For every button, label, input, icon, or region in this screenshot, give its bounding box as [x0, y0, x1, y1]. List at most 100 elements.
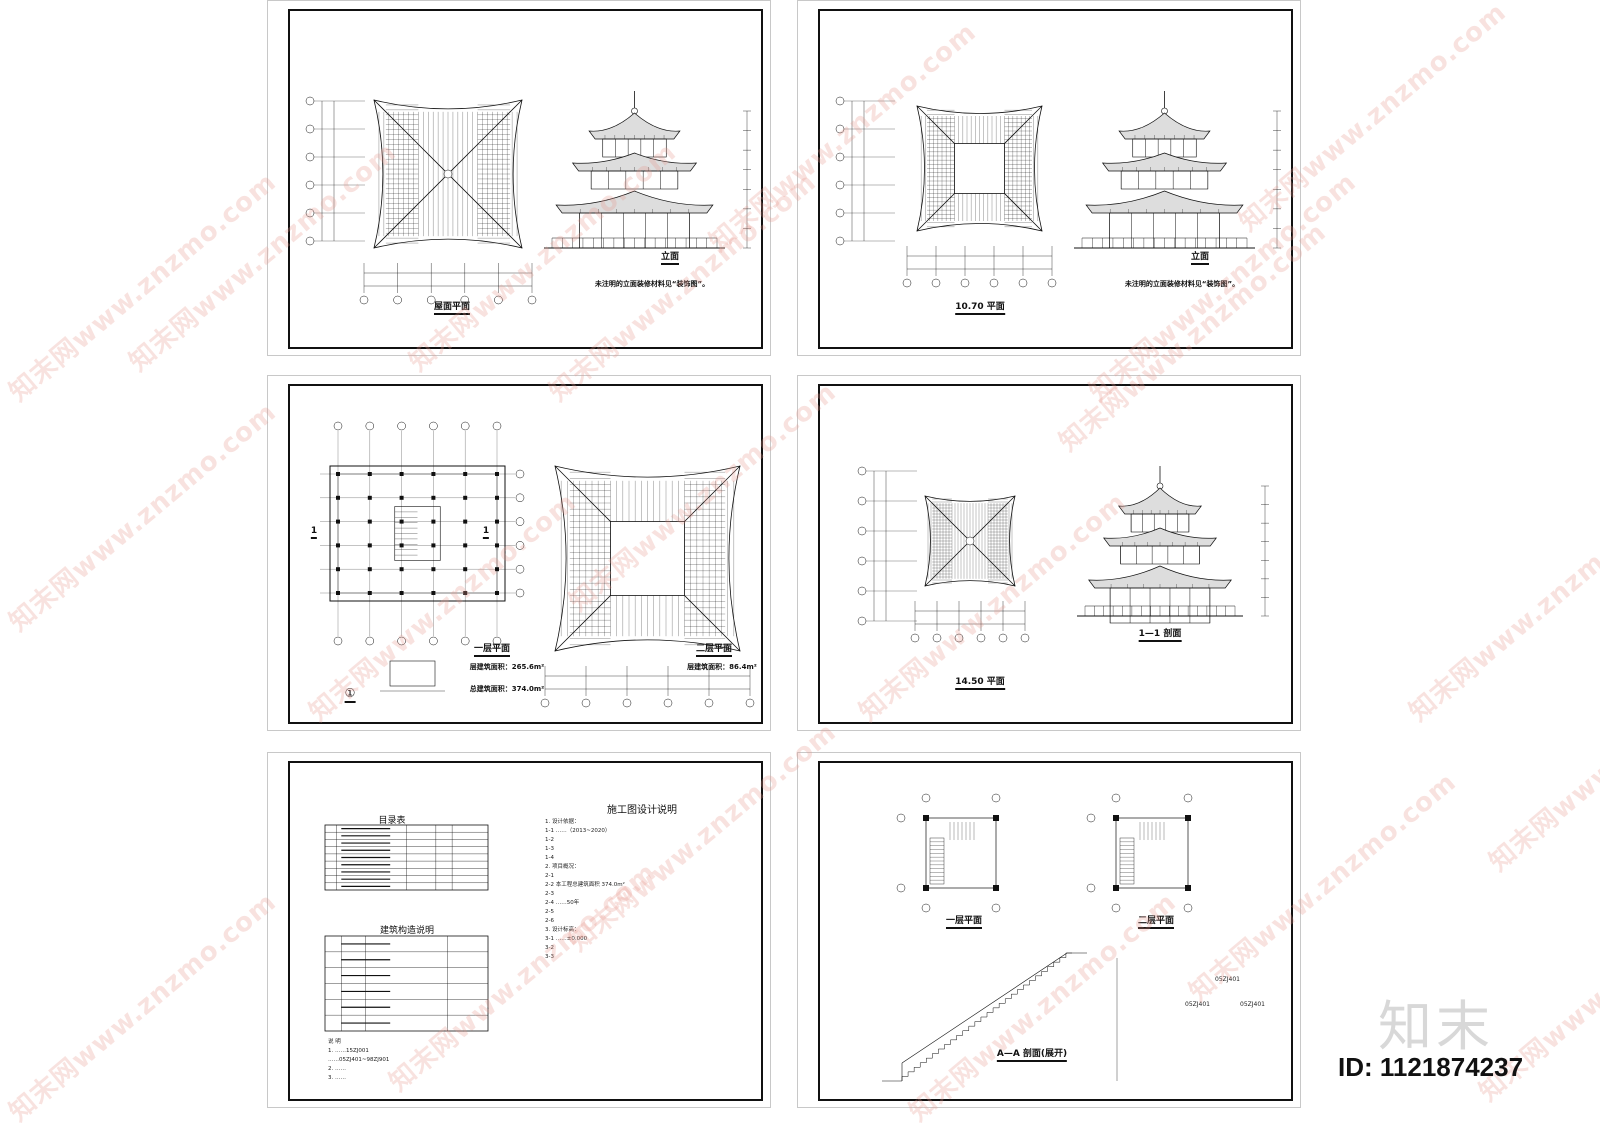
- plan-title: 14.50 平面: [955, 674, 1005, 690]
- column: [1113, 815, 1119, 821]
- note-line: 2. 项目概况：: [545, 864, 580, 870]
- note-line: 1-1 ……（2013~2020）: [545, 828, 611, 834]
- note-line: 2-6: [545, 918, 554, 924]
- watermark-text: 知末网www.znzmo.com: [3, 167, 283, 408]
- axis-bubble: [902, 278, 912, 288]
- axis-bubble: [540, 698, 550, 708]
- note-line: 2-5: [545, 909, 554, 915]
- axis-bubble: [835, 236, 845, 246]
- axis-bubble: [622, 698, 632, 708]
- watermark-text: 知末网www.znzmo.com: [3, 397, 283, 638]
- floor-area-1: 层建筑面积：265.6m²: [469, 663, 545, 671]
- axis-bubble: [515, 541, 525, 550]
- tables-drawing: [324, 824, 489, 1032]
- opening: [954, 143, 1005, 194]
- drawing-title: 屋面平面: [433, 299, 471, 315]
- stair-steps: [901, 952, 1072, 1081]
- axis-bubble: [896, 883, 906, 893]
- watermark-text: 知末网www.znzmo.com: [1403, 487, 1600, 728]
- design-notes-title: 施工图设计说明: [607, 805, 677, 816]
- axis-bubble: [857, 616, 867, 626]
- axis-bubble: [932, 633, 942, 643]
- stair-drawing: [882, 793, 1193, 1082]
- stair-well: [1115, 817, 1189, 889]
- index-table-title: 目录表: [378, 816, 406, 826]
- axis-bubble: [1018, 278, 1028, 288]
- axis-bubble: [305, 124, 315, 134]
- axis-bubble: [581, 698, 591, 708]
- stair-section-title: A—A 剖面(展开): [996, 1046, 1068, 1062]
- axis-bubble: [991, 903, 1001, 913]
- axis-bubble: [1086, 883, 1096, 893]
- axis-bubble: [896, 813, 906, 823]
- column: [923, 885, 929, 891]
- axis-bubble: [1183, 903, 1193, 913]
- axis-bubble: [835, 152, 845, 162]
- site-logo: 知末: [1378, 995, 1494, 1058]
- axis-bubble: [857, 496, 867, 506]
- axis-bubble: [527, 295, 537, 305]
- note-line: 3-3: [545, 954, 554, 960]
- axis-bubble: [998, 633, 1008, 643]
- axis-bubble: [305, 152, 315, 162]
- roof-plan-and-elevation-drawing: [305, 91, 751, 305]
- elevation-title: 立面: [1190, 249, 1210, 265]
- axis-bubble: [704, 698, 714, 708]
- section-mark-left: 1: [310, 526, 318, 539]
- section-title: 1—1 剖面: [1138, 626, 1182, 642]
- axis-bubble: [397, 421, 406, 431]
- stair-plan2-title: 二层平面: [1137, 913, 1175, 929]
- axis-bubble: [835, 96, 845, 106]
- total-floor-area: 总建筑面积：374.0m²: [469, 685, 545, 693]
- axis-bubble: [460, 421, 470, 431]
- floor-area-2: 层建筑面积：86.4m²: [687, 663, 757, 671]
- axis-bubble: [989, 278, 999, 288]
- axis-bubble: [494, 295, 503, 305]
- axis-bubble: [429, 421, 438, 431]
- axis-bubble: [1111, 793, 1121, 803]
- axis-bubble: [515, 517, 525, 526]
- axis-bubble: [365, 421, 375, 431]
- axis-bubble: [1183, 793, 1193, 803]
- drawing-sheet-stair-details: 一层平面 二层平面 A—A 剖面(展开) 05ZJ401 05ZJ401 05Z…: [797, 752, 1301, 1108]
- sheet-frame: 10.70 平面 立面 未注明的立面装修材料见“装饰图”。: [818, 9, 1293, 349]
- axis-bubble: [333, 421, 343, 431]
- remarks-list: 说 明 1. ……15ZJ001 ……05ZJ401~98ZJ901 2. ………: [328, 1038, 389, 1083]
- sheet-frame: 屋面平面 立面 未注明的立面装修材料见“装饰图”。: [288, 9, 763, 349]
- axis-bubble: [857, 556, 867, 566]
- plan1-title: 一层平面: [473, 641, 511, 657]
- standard-ref: 05ZJ401: [1185, 1001, 1210, 1008]
- axis-bubble: [931, 278, 941, 288]
- axis-bubble: [429, 636, 438, 646]
- tier-body: [1120, 545, 1200, 565]
- elevation-title: 立面: [660, 249, 680, 265]
- axis-bubble: [492, 636, 502, 646]
- axis-bubble: [954, 633, 964, 643]
- axis-bubble: [515, 493, 525, 503]
- tier-body: [590, 170, 679, 190]
- note-line: 2-4 ……50年: [545, 900, 580, 906]
- note-line: 1. 设计依据：: [545, 819, 580, 825]
- drawing-line: [901, 952, 1068, 1064]
- note-line: 2-1: [545, 873, 554, 879]
- construction-table-title: 建筑构造说明: [379, 926, 435, 936]
- sheet-frame: 14.50 平面 1—1 剖面: [818, 384, 1293, 724]
- axis-bubble: [976, 633, 986, 643]
- column: [1185, 885, 1191, 891]
- plan-and-section-drawing: [857, 466, 1269, 643]
- drawing-sheet-14-50-plan: 14.50 平面 1—1 剖面: [797, 375, 1301, 731]
- tier-body: [1109, 587, 1211, 624]
- plan2-title: 二层平面: [695, 641, 733, 657]
- note-line: 3-2: [545, 945, 554, 951]
- axis-bubble: [492, 421, 502, 431]
- plan-and-elevation-drawing: [835, 91, 1281, 288]
- axis-bubble: [515, 564, 525, 574]
- axis-bubble: [305, 96, 315, 106]
- axis-bubble: [515, 469, 525, 479]
- drawing-sheet-floor-plans: 一层平面 二层平面 层建筑面积：265.6m² 总建筑面积：374.0m² 层建…: [267, 375, 771, 731]
- axis-bubble: [1020, 633, 1030, 643]
- remark-line: 1. ……15ZJ001: [328, 1048, 369, 1054]
- axis-bubble: [426, 295, 436, 305]
- wall-outline: [329, 465, 506, 602]
- axis-bubble: [460, 295, 470, 305]
